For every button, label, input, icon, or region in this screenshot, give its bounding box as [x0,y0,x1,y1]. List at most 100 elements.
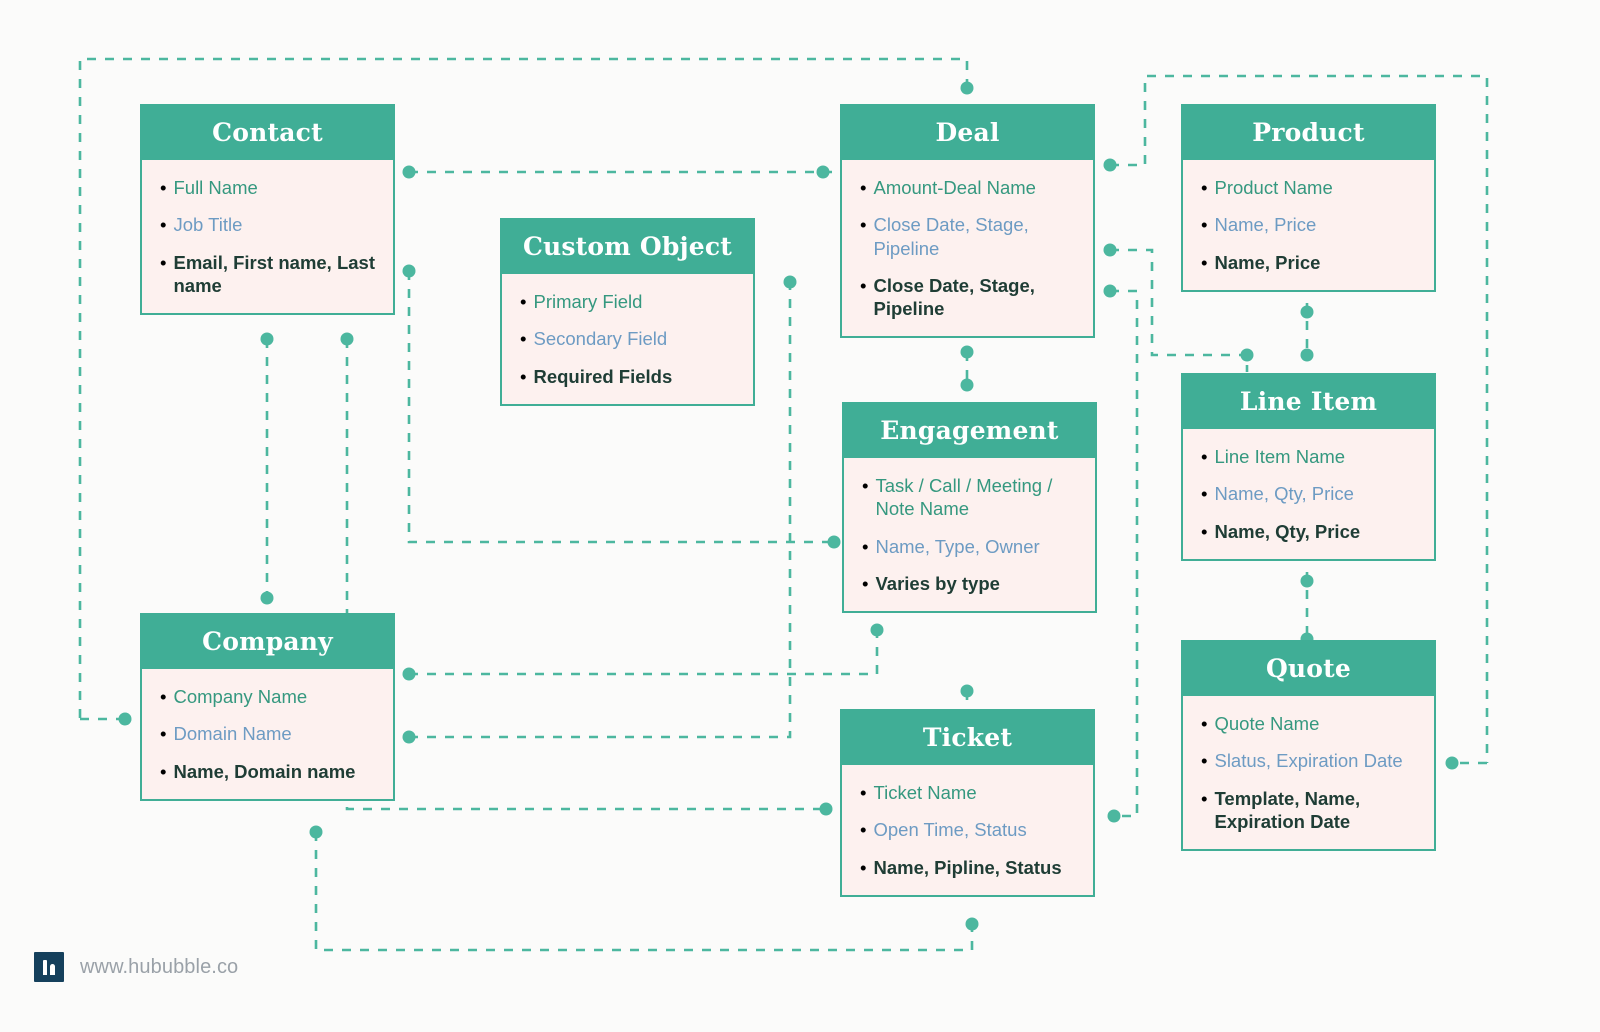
bullet-icon: • [860,274,867,296]
entity-card-contact[interactable]: Contact • Full Name •Job Title • Email, Fi… [140,104,395,316]
dot-contact-bottom-1 [260,332,274,346]
field-row: • Name, Pipline, Status [860,856,1079,879]
hububble-logo-icon [34,952,64,982]
field-primary: Line Item Name [1214,446,1346,467]
field-row: • Domain Name [160,722,379,745]
field-row: •Job Title [160,213,379,236]
field-row: •Close Date, Stage, Pipeline [860,213,1079,260]
footer-branding: www.hububble.co [34,952,238,982]
bullet-icon: • [160,760,167,782]
field-row: • Amount-Deal Name [860,176,1079,199]
entity-card-deal[interactable]: Deal • Amount-Deal Name • Close Date, Stag… [840,104,1095,339]
bullet-icon: • [1201,483,1208,505]
dot-deal-top [960,81,974,95]
bullet-icon: • [860,177,867,198]
entity-title-company: Company [142,615,393,669]
entity-card-quote[interactable]: Quote •Quote Name •Slatus, Expiration Da… [1181,640,1436,852]
field-primary: Primary Field [533,291,643,312]
entity-card-product[interactable]: Product •Product Name •Name, Price •Name… [1181,104,1436,292]
dot-lineitem-topleft [1240,348,1254,362]
field-secondary: Domain Name [173,723,292,745]
entity-title-deal: Deal [842,106,1093,160]
bullet-icon: • [520,328,527,350]
dot-company-left [118,712,132,726]
entity-title-line-item: Line Item [1183,375,1434,429]
field-row: • Task / Call / Meeting / Note Name [862,474,1081,521]
bullet-icon: • [862,535,869,557]
logo-bar-left [43,960,47,975]
field-primary: Amount-Deal Name [873,177,1036,198]
field-row: •Slatus, Expiration Date [1201,749,1420,772]
bullet-icon: • [1201,214,1208,236]
dot-deal-right-3 [1103,284,1117,298]
entity-fields-contact: • Full Name •Job Title • Email, First name… [142,160,393,314]
field-required: Name, Pipline, Status [873,856,1062,878]
dot-company-right-1 [402,667,416,681]
dot-company-bottom [309,825,323,839]
dot-engagement-bottom [960,684,974,698]
entity-card-line-item[interactable]: Line Item • Line Item Name • Name, Qty, Pr… [1181,373,1436,561]
dot-ticket-right [1107,809,1121,823]
field-primary: Task / Call / Meeting / Note Name [875,475,1053,520]
dot-engagement-bottom-left [870,623,884,637]
field-required: Required Fields [533,365,673,387]
field-secondary: Name, Type, Owner [875,535,1040,557]
dot-customobject-right [783,275,797,289]
bullet-icon: • [1201,446,1208,467]
dot-contact-right-2 [402,264,416,278]
field-row: • Name, Qty, Price [1201,482,1420,505]
field-secondary: Secondary Field [533,328,668,350]
bullet-icon: • [862,475,869,496]
field-row: •Name, Domain name [160,760,379,783]
field-primary: Product Name [1214,177,1333,198]
entity-fields-quote: •Quote Name •Slatus, Expiration Date •Te… [1183,696,1434,850]
bullet-icon: • [860,819,867,841]
field-row: •Company Name [160,685,379,708]
bullet-icon: • [1201,713,1208,734]
field-secondary: Close Date, Stage, Pipeline [873,214,1029,259]
entity-card-ticket[interactable]: Ticket •Ticket Name •Open Time, Status •… [840,709,1095,897]
dot-engagement-top [960,378,974,392]
entity-card-engagement[interactable]: Engagement •Task / Call / Meeting / Note… [842,402,1097,614]
bullet-icon: • [1201,520,1208,542]
bullet-icon: • [160,251,167,273]
field-secondary: Name, Qty, Price [1214,483,1354,505]
field-row: •Quote Name [1201,712,1420,735]
field-row: •Name, Price [1201,251,1420,274]
dot-ticket-left [819,802,833,816]
field-primary: Full Name [173,177,258,198]
dot-contact-bottom-2 [340,332,354,346]
field-row: • Ticket Name [860,781,1079,804]
entity-card-company[interactable]: Company •Company Name •Domain Name •Name… [140,613,395,801]
bullet-icon: • [860,782,867,803]
field-secondary: Job Title [173,214,243,236]
field-row: • Email, First name, Last name [160,251,379,298]
entity-fields-product: •Product Name •Name, Price •Name, Price [1183,160,1434,290]
field-required: Name, Qty, Price [1214,520,1361,542]
entity-title-contact: Contact [142,106,393,160]
dot-lineitem-top [1300,348,1314,362]
dot-company-top [260,591,274,605]
field-row: • Close Date, Stage, Pipeline [860,274,1079,321]
bullet-icon: • [160,723,167,745]
bullet-icon: • [860,856,867,878]
connector-company-engagement [409,630,879,676]
entity-card-custom-object[interactable]: Custom Object •Primary Field • Secondary … [500,218,755,406]
entity-fields-engagement: • Task / Call / Meeting / Note Name • Name… [844,458,1095,612]
field-row: • Open Time, Status [860,818,1079,841]
entity-title-custom-object: Custom Object [502,220,753,274]
dot-deal-right-1 [1103,158,1117,172]
dot-ticket-bottom [965,917,979,931]
dot-product-bottom [1300,305,1314,319]
field-required: Close Date, Stage, Pipeline [873,274,1035,320]
field-required: Email, First name, Last name [173,251,375,296]
field-primary: Ticket Name [873,782,977,803]
field-secondary: Open Time, Status [873,819,1027,841]
entity-fields-custom-object: •Primary Field • Secondary Field • Require… [502,274,753,404]
field-primary: Company Name [173,686,308,707]
logo-bar-right [50,964,55,975]
field-row: • Secondary Field [520,327,739,350]
dot-company-right-2 [402,730,416,744]
field-row: •Primary Field [520,290,739,313]
